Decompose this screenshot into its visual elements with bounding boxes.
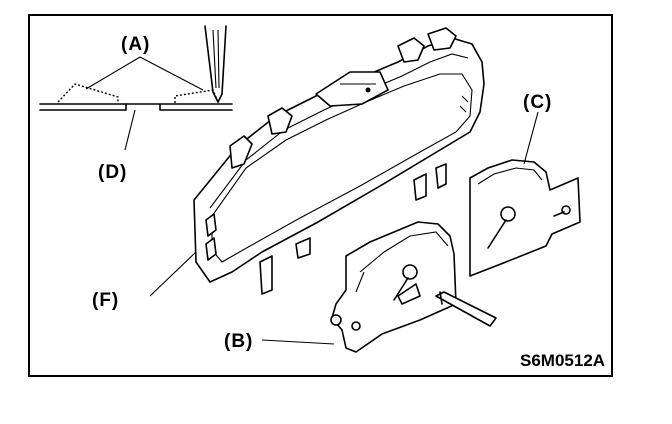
- label-c: (C): [523, 92, 552, 113]
- meter-case: [149, 27, 485, 297]
- label-a: (A): [121, 34, 150, 55]
- gauge-plate-b: [261, 221, 497, 353]
- label-f: (F): [92, 290, 119, 311]
- gauge-plate-c: [469, 111, 581, 277]
- diagram-frame: [28, 14, 613, 377]
- label-b: (B): [224, 331, 253, 352]
- figure-code: S6M0512A: [520, 351, 605, 370]
- label-d: (D): [98, 162, 127, 183]
- detail-inset: [39, 25, 233, 151]
